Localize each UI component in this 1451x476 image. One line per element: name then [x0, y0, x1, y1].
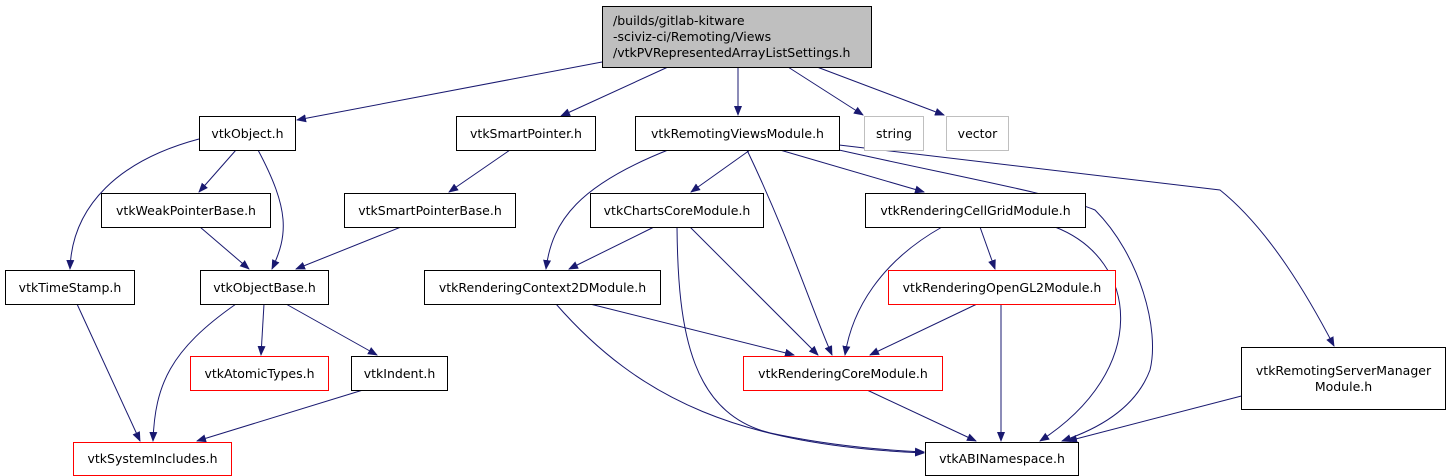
- edge-vtkObjectBase-vtkSystemIncludes: [149, 303, 237, 442]
- edge-cellgrid-renderingcore: [842, 226, 943, 356]
- node-string: string: [864, 116, 924, 151]
- edge-vtkObject-vtkObjectBase: [257, 149, 284, 270]
- edge-vtkSmartPointer-vtkSmartPointerBase: [448, 149, 511, 193]
- node-vtkSmartPointerBase[interactable]: vtkSmartPointerBase.h: [344, 193, 516, 228]
- node-vtkABINamespace[interactable]: vtkABINamespace.h: [925, 442, 1079, 476]
- node-vtkRenderingContext2DModule[interactable]: vtkRenderingContext2DModule.h: [424, 270, 661, 305]
- edge-chartscore-context2d: [568, 226, 655, 270]
- edge-context2d-abinamespace: [555, 303, 925, 457]
- edge-vtkSmartPointerBase-vtkObjectBase: [295, 226, 402, 270]
- node-vtkWeakPointerBase[interactable]: vtkWeakPointerBase.h: [101, 193, 271, 228]
- edge-vtkObject-vtkTimeStamp: [66, 138, 200, 270]
- edge-root-vtkSmartPointer: [560, 66, 669, 117]
- node-vtkObjectBase[interactable]: vtkObjectBase.h: [200, 270, 329, 305]
- edge-views-renderingcore: [746, 149, 833, 356]
- node-vtkRenderingOpenGL2Module[interactable]: vtkRenderingOpenGL2Module.h: [888, 270, 1116, 305]
- edge-vtkTimeStamp-vtkSystemIncludes: [76, 303, 141, 442]
- node-vtkRenderingCellGridModule[interactable]: vtkRenderingCellGridModule.h: [865, 193, 1086, 228]
- edge-views-abinamespace: [838, 149, 1153, 442]
- edge-opengl2-renderingcore: [869, 303, 978, 356]
- node-vtkObject[interactable]: vtkObject.h: [199, 116, 296, 151]
- edge-vtkObjectBase-vtkAtomicTypes: [257, 303, 266, 356]
- edge-chartscore-abinamespace: [676, 226, 925, 456]
- edge-vtkObjectBase-vtkIndent: [285, 303, 378, 356]
- edge-views-cellgrid: [779, 149, 925, 194]
- edge-root-vector: [816, 66, 945, 116]
- root-file-node: /builds/gitlab-kitware -sciviz-ci/Remoti…: [602, 6, 872, 68]
- edge-vtkIndent-vtkSystemIncludes: [196, 389, 364, 443]
- edge-cellgrid-opengl2: [979, 226, 996, 270]
- edge-vtkObject-vtkWeakPointerBase: [198, 149, 237, 193]
- node-vtkSmartPointer[interactable]: vtkSmartPointer.h: [456, 116, 596, 151]
- edge-views-servermanager: [838, 144, 1335, 347]
- node-vtkRemotingViewsModule[interactable]: vtkRemotingViewsModule.h: [635, 116, 840, 151]
- node-vtkRenderingCoreModule[interactable]: vtkRenderingCoreModule.h: [743, 356, 943, 391]
- node-vtkSystemIncludes[interactable]: vtkSystemIncludes.h: [73, 442, 232, 476]
- edge-root-vtkObject: [296, 61, 603, 123]
- node-vtkTimeStamp[interactable]: vtkTimeStamp.h: [5, 270, 135, 305]
- edge-servermanager-abinamespace: [1067, 392, 1254, 443]
- node-vtkChartsCoreModule[interactable]: vtkChartsCoreModule.h: [590, 193, 764, 228]
- edge-chartscore-renderingcore: [689, 226, 819, 356]
- node-vtkRemotingServerManagerModule[interactable]: vtkRemotingServerManager Module.h: [1241, 347, 1446, 410]
- node-vector: vector: [946, 116, 1009, 151]
- edge-vtkWeakPointerBase-vtkObjectBase: [199, 226, 250, 270]
- edge-views-chartscore: [690, 149, 751, 193]
- edge-root-string: [787, 66, 864, 116]
- edge-views-context2d: [543, 149, 669, 270]
- edge-renderingcore-abinamespace: [866, 389, 977, 442]
- node-vtkAtomicTypes[interactable]: vtkAtomicTypes.h: [190, 356, 329, 391]
- edge-cellgrid-abinamespace: [1039, 226, 1122, 442]
- node-vtkIndent[interactable]: vtkIndent.h: [351, 356, 448, 391]
- edge-context2d-renderingcore: [589, 303, 795, 357]
